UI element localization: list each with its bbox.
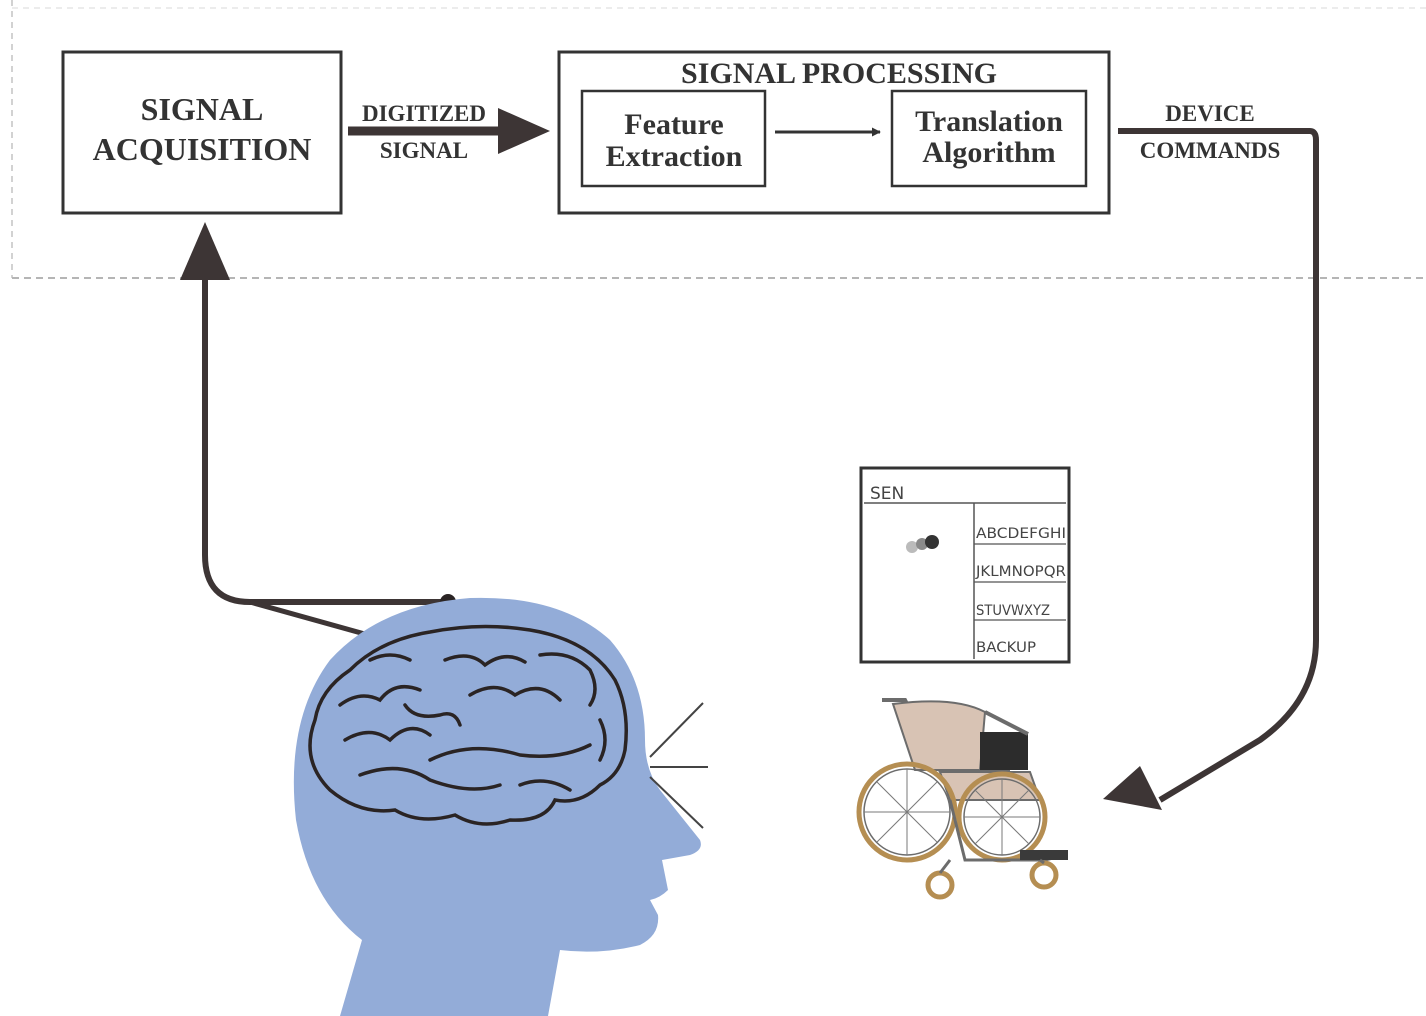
speller-row: ABCDEFGHI bbox=[976, 526, 1066, 542]
feature-extraction-label-2: Extraction bbox=[606, 140, 743, 173]
speller-typed-text: SEN bbox=[870, 484, 904, 504]
speller-row: BACKUP bbox=[976, 640, 1036, 656]
signal-acquisition-label-2: ACQUISITION bbox=[93, 131, 312, 167]
translation-algorithm-label-1: Translation bbox=[915, 105, 1063, 138]
cursor-dot bbox=[906, 535, 939, 553]
arrowhead bbox=[498, 108, 550, 154]
device-label: DEVICE bbox=[1165, 101, 1254, 126]
signal-acquisition-label-1: SIGNAL bbox=[141, 91, 264, 127]
speller-rows: ABCDEFGHI JKLMNOPQR STUVWXYZ BACKUP bbox=[974, 526, 1066, 656]
digitized-signal-arrow: DIGITIZED SIGNAL bbox=[348, 101, 550, 163]
computer-region-border bbox=[11, 0, 1426, 279]
speller-screen: SEN ABCDEFGHI JKLMNOPQR STUVWXYZ BACKUP bbox=[859, 466, 1071, 664]
translation-algorithm-box: Translation Algorithm bbox=[890, 89, 1088, 188]
signal-acquisition-box: SIGNAL ACQUISITION bbox=[61, 50, 343, 215]
feature-extraction-label-1: Feature bbox=[624, 108, 723, 141]
wheelchair-icon bbox=[856, 698, 1068, 900]
eye-rays-icon bbox=[649, 702, 708, 829]
digitized-label: DIGITIZED bbox=[362, 101, 486, 126]
arrowhead bbox=[1103, 766, 1162, 810]
speller-row: JKLMNOPQR bbox=[975, 564, 1066, 580]
brain-icon bbox=[308, 624, 628, 826]
device-commands-arrow: DEVICE COMMANDS bbox=[1103, 101, 1319, 810]
signal-processing-box: SIGNAL PROCESSING Feature Extraction Tra… bbox=[557, 50, 1111, 215]
signal-label: SIGNAL bbox=[380, 138, 468, 163]
translation-algorithm-label-2: Algorithm bbox=[922, 136, 1055, 169]
brain-signal-arrow bbox=[180, 222, 456, 664]
commands-label: COMMANDS bbox=[1140, 138, 1281, 163]
signal-processing-title: SIGNAL PROCESSING bbox=[681, 57, 997, 90]
arrowhead bbox=[180, 222, 230, 280]
feature-extraction-box: Feature Extraction bbox=[580, 89, 767, 188]
speller-row: STUVWXYZ bbox=[976, 603, 1050, 619]
